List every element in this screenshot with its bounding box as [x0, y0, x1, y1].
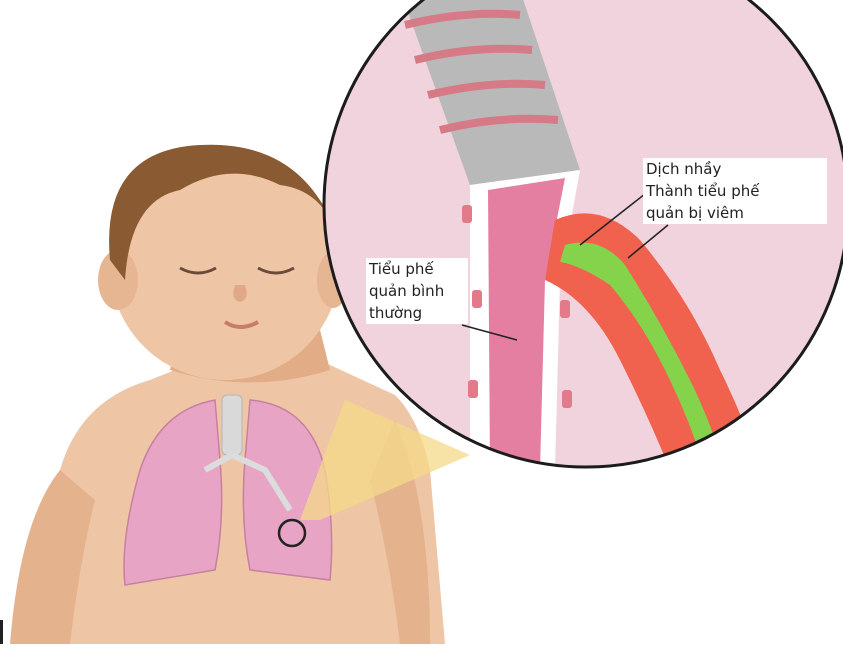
- label-normal-line2: quản bình: [369, 280, 465, 302]
- trachea: [222, 395, 242, 455]
- child-nose: [233, 285, 246, 302]
- label-inflamed-line2: quản bị viêm: [646, 202, 824, 224]
- label-normal-line3: thường: [369, 302, 465, 324]
- magnified-view: [324, 0, 843, 470]
- label-normal-line1: Tiểu phế: [369, 258, 465, 280]
- label-mucus: Dịch nhầy: [646, 158, 824, 180]
- edge-mark: [0, 620, 3, 644]
- label-mucus-and-inflamed-wall: Dịch nhầy Thành tiểu phế quản bị viêm: [643, 158, 827, 224]
- label-inflamed-line1: Thành tiểu phế: [646, 180, 824, 202]
- label-normal-bronchiole: Tiểu phế quản bình thường: [366, 258, 468, 324]
